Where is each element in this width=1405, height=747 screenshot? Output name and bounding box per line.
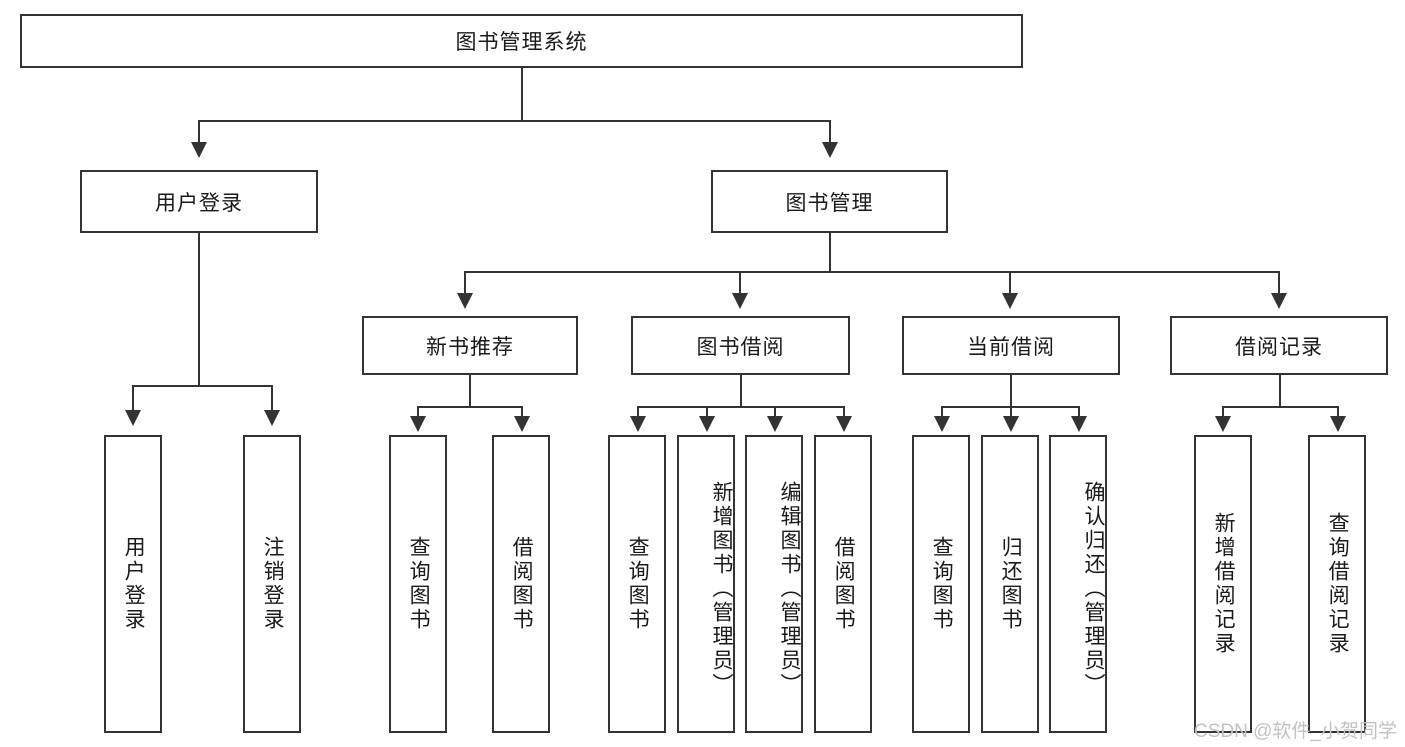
leaf-borrow-record-1[interactable]: 新增借阅记录	[1194, 435, 1252, 733]
node-borrow-record[interactable]: 借阅记录	[1170, 316, 1388, 375]
edge-new-book-to-leaf-1	[417, 406, 419, 420]
arrow-book-borrow-to-leaf-4	[836, 416, 852, 432]
leaf-book-borrow-4[interactable]: 借阅图书	[814, 435, 872, 733]
edge-bm-to-book-borrow	[739, 271, 741, 299]
edge-current-borrow-to-leaf-3	[1078, 406, 1080, 420]
node-current-borrow[interactable]: 当前借阅	[902, 316, 1120, 375]
leaf-book-borrow-1[interactable]: 查询图书	[608, 435, 666, 733]
arrow-borrow-record-to-leaf-1	[1215, 416, 1231, 432]
leaf-current-borrow-2[interactable]: 归还图书	[981, 435, 1039, 733]
arrow-new-book-to-leaf-2	[514, 416, 530, 432]
edge-user-login-to-leaf-1	[132, 385, 134, 415]
arrow-current-borrow-to-leaf-3	[1071, 416, 1087, 432]
arrow-bm-to-book-borrow	[732, 293, 748, 309]
leaf-current-borrow-1[interactable]: 查询图书	[912, 435, 970, 733]
arrow-borrow-record-to-leaf-2	[1330, 416, 1346, 432]
edge-book-borrow-to-leaf-4	[843, 406, 845, 420]
edge-current-borrow-to-leaf-1	[941, 406, 943, 420]
arrow-bm-to-current-borrow	[1002, 293, 1018, 309]
arrow-current-borrow-to-leaf-1	[934, 416, 950, 432]
arrow-user-login-to-leaf-2	[264, 410, 280, 426]
edge-user-login-to-leaf-2	[271, 385, 273, 415]
edge-user-login-bus	[132, 385, 272, 387]
csdn-watermark: CSDN @软件_小贺同学	[1194, 721, 1397, 742]
arrow-root-to-book-management	[822, 142, 838, 158]
node-book-borrow[interactable]: 图书借阅	[631, 316, 850, 375]
arrow-root-to-user-login	[191, 142, 207, 158]
arrow-book-borrow-to-leaf-2	[699, 416, 715, 432]
leaf-book-borrow-2[interactable]: 新增图书（管理员）	[677, 435, 735, 733]
node-book-management[interactable]: 图书管理	[711, 170, 948, 233]
edge-root-stem	[521, 68, 523, 120]
edge-borrow-record-bus	[1222, 406, 1339, 408]
edge-new-book-bus	[417, 406, 523, 408]
leaf-book-borrow-3[interactable]: 编辑图书（管理员）	[745, 435, 803, 733]
edge-book-borrow-to-leaf-2	[706, 406, 708, 420]
arrow-bm-to-new-book	[457, 293, 473, 309]
leaf-borrow-record-2[interactable]: 查询借阅记录	[1308, 435, 1366, 733]
leaf-user-login-1[interactable]: 用户登录	[104, 435, 162, 733]
leaf-new-book-1[interactable]: 查询图书	[389, 435, 447, 733]
leaf-current-borrow-3[interactable]: 确认归还（管理员）	[1049, 435, 1107, 733]
leaf-new-book-2[interactable]: 借阅图书	[492, 435, 550, 733]
edge-current-borrow-stem	[1010, 375, 1012, 406]
node-new-book-recommend[interactable]: 新书推荐	[362, 316, 578, 375]
edge-user-login-stem	[198, 233, 200, 385]
node-root-book-management-system[interactable]: 图书管理系统	[20, 14, 1023, 68]
edge-book-borrow-to-leaf-1	[637, 406, 639, 420]
edge-book-borrow-to-leaf-3	[774, 406, 776, 420]
edge-book-borrow-stem	[740, 375, 742, 406]
node-user-login[interactable]: 用户登录	[80, 170, 318, 233]
edge-root-bus	[198, 120, 831, 122]
leaf-user-login-2[interactable]: 注销登录	[243, 435, 301, 733]
edge-borrow-record-stem	[1279, 375, 1281, 406]
edge-new-book-stem	[469, 375, 471, 406]
arrow-current-borrow-to-leaf-2	[1003, 416, 1019, 432]
edge-borrow-record-to-leaf-1	[1222, 406, 1224, 420]
edge-root-to-book-management	[829, 120, 831, 148]
arrow-book-borrow-to-leaf-1	[630, 416, 646, 432]
arrow-user-login-to-leaf-1	[125, 410, 141, 426]
edge-current-borrow-to-leaf-2	[1010, 406, 1012, 420]
edge-bm-to-current-borrow	[1009, 271, 1011, 299]
edge-book-management-stem	[829, 233, 831, 271]
edge-root-to-user-login	[198, 120, 200, 148]
edge-new-book-to-leaf-2	[521, 406, 523, 420]
edge-book-management-bus	[464, 271, 1280, 273]
edge-borrow-record-to-leaf-2	[1337, 406, 1339, 420]
arrow-new-book-to-leaf-1	[410, 416, 426, 432]
arrow-book-borrow-to-leaf-3	[767, 416, 783, 432]
edge-bm-to-borrow-record	[1278, 271, 1280, 299]
edge-book-borrow-bus	[637, 406, 845, 408]
edge-bm-to-new-book	[464, 271, 466, 299]
arrow-bm-to-borrow-record	[1271, 293, 1287, 309]
